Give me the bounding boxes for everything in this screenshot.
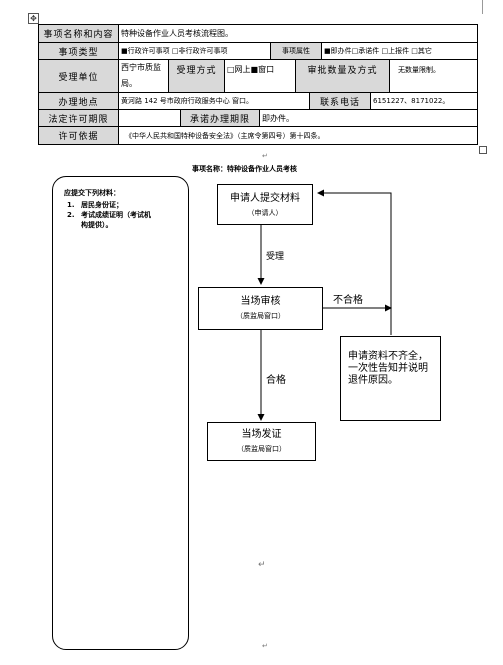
step-review-sub: （质监局窗口） — [236, 312, 285, 320]
accept-mode-label: 受理方式 — [168, 59, 225, 93]
materials-item-text: 居民身份证； — [81, 201, 123, 209]
materials-item-number: 2. — [67, 211, 75, 219]
label-fail: 不合格 — [333, 295, 363, 306]
step-review-title: 当场审核 — [240, 296, 281, 307]
page-margin-line — [482, 0, 483, 14]
materials-item-number: 1. — [67, 201, 75, 209]
step-issue-box: 当场发证 （质监局窗口） — [207, 422, 316, 461]
materials-title: 应提交下列材料： — [64, 189, 120, 197]
step-review-box: 当场审核 （质监局窗口） — [198, 287, 323, 330]
table-resize-handle[interactable] — [479, 146, 487, 154]
label-pass: 合格 — [266, 375, 286, 386]
paragraph-mark: ↵ — [262, 152, 268, 160]
arrow-return — [317, 189, 392, 335]
reject-note-text: 申请资料不齐全，一次性告知并说明退件原因。 — [348, 351, 428, 386]
materials-panel: 应提交下列材料： 1. 居民身份证； 2. 考试成绩证明（考试机构提供）。 — [52, 176, 189, 650]
materials-item: 2. 考试成绩证明（考试机构提供）。 — [67, 210, 151, 230]
materials-item-text: 考试成绩证明（考试机构提供）。 — [81, 211, 151, 229]
label-accept: 受理 — [266, 252, 285, 262]
reject-note-box: 申请资料不齐全，一次性告知并说明退件原因。 — [340, 336, 441, 421]
step-issue-title: 当场发证 — [241, 429, 282, 440]
paragraph-mark: ↵ — [258, 560, 266, 570]
materials-item: 1. 居民身份证； — [67, 200, 151, 210]
step-issue-sub: （质监局窗口） — [237, 445, 286, 453]
approval-limit-label: 审批数量及方式 — [295, 59, 390, 93]
legal-basis-value: 《中华人民共和国特种设备安全法》（主席令第四号）第十四条。 — [118, 126, 478, 145]
paragraph-mark: ↵ — [262, 642, 268, 650]
step-submit-box: 申请人提交材料 （申请人） — [217, 184, 313, 225]
move-handle-icon[interactable]: ✥ — [28, 13, 39, 24]
accept-unit-label: 受理单位 — [38, 59, 119, 93]
step-submit-title: 申请人提交材料 — [230, 193, 300, 204]
materials-list: 1. 居民身份证； 2. 考试成绩证明（考试机构提供）。 — [67, 200, 151, 230]
flow-title: 事项名称：特种设备作业人员考核 — [192, 165, 297, 173]
step-submit-sub: （申请人） — [247, 209, 283, 217]
